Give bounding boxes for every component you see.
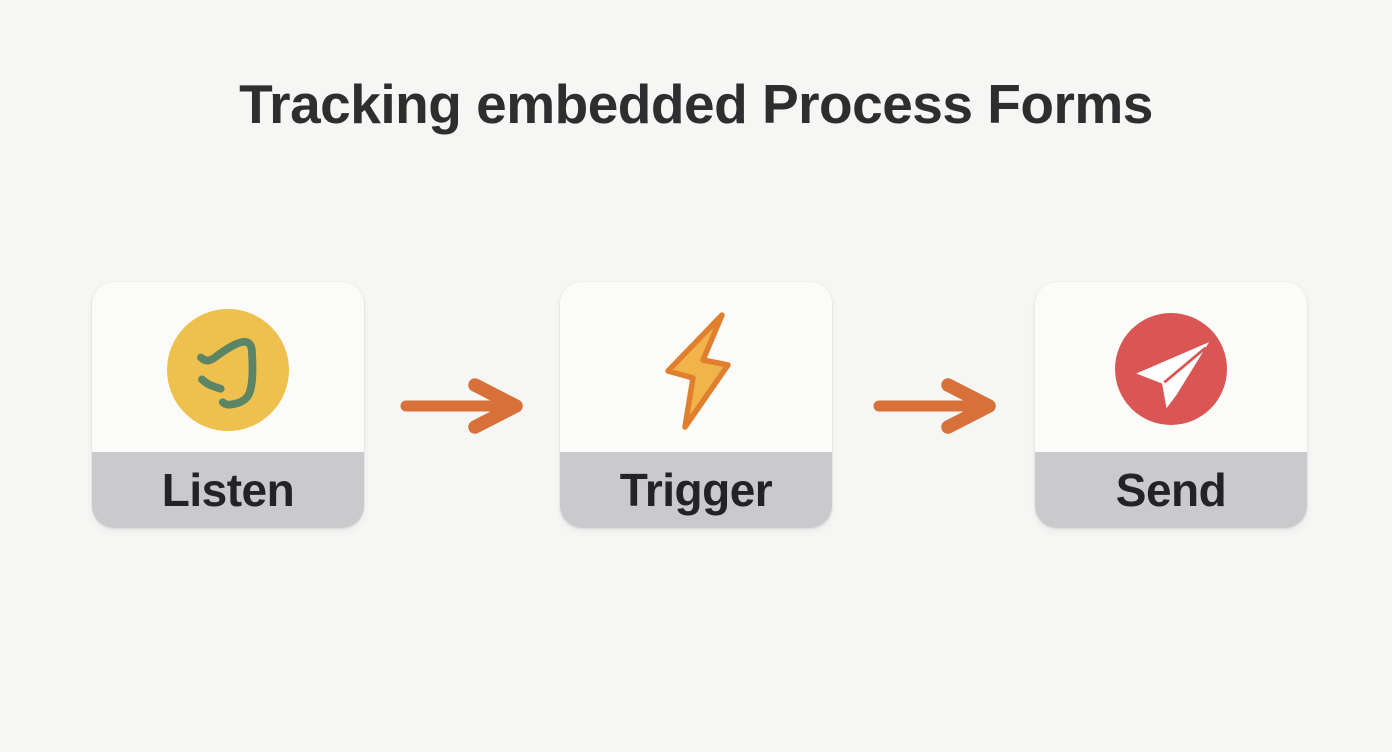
flow-step-listen[interactable]: Listen: [92, 282, 364, 528]
send-label: Send: [1115, 464, 1227, 516]
listen-icon-area: [92, 282, 364, 452]
yellow-circle-badge: [167, 309, 289, 431]
flow-arrow-icon: [873, 378, 996, 434]
lightning-bolt-icon: [665, 312, 731, 430]
trigger-label: Trigger: [619, 464, 773, 516]
page-title: Tracking embedded Process Forms: [239, 73, 1153, 135]
paper-plane-icon: [1136, 342, 1210, 409]
flow-arrow-icon: [400, 378, 523, 434]
ear-icon: [197, 337, 257, 409]
trigger-label-bar: Trigger: [560, 452, 832, 528]
listen-label: Listen: [161, 464, 295, 516]
send-icon-area: [1035, 282, 1307, 452]
flow-step-trigger[interactable]: Trigger: [560, 282, 832, 528]
listen-label-bar: Listen: [92, 452, 364, 528]
flow-step-send[interactable]: Send: [1035, 282, 1307, 528]
trigger-icon-area: [560, 282, 832, 452]
send-label-bar: Send: [1035, 452, 1307, 528]
red-circle-badge: [1115, 313, 1227, 425]
